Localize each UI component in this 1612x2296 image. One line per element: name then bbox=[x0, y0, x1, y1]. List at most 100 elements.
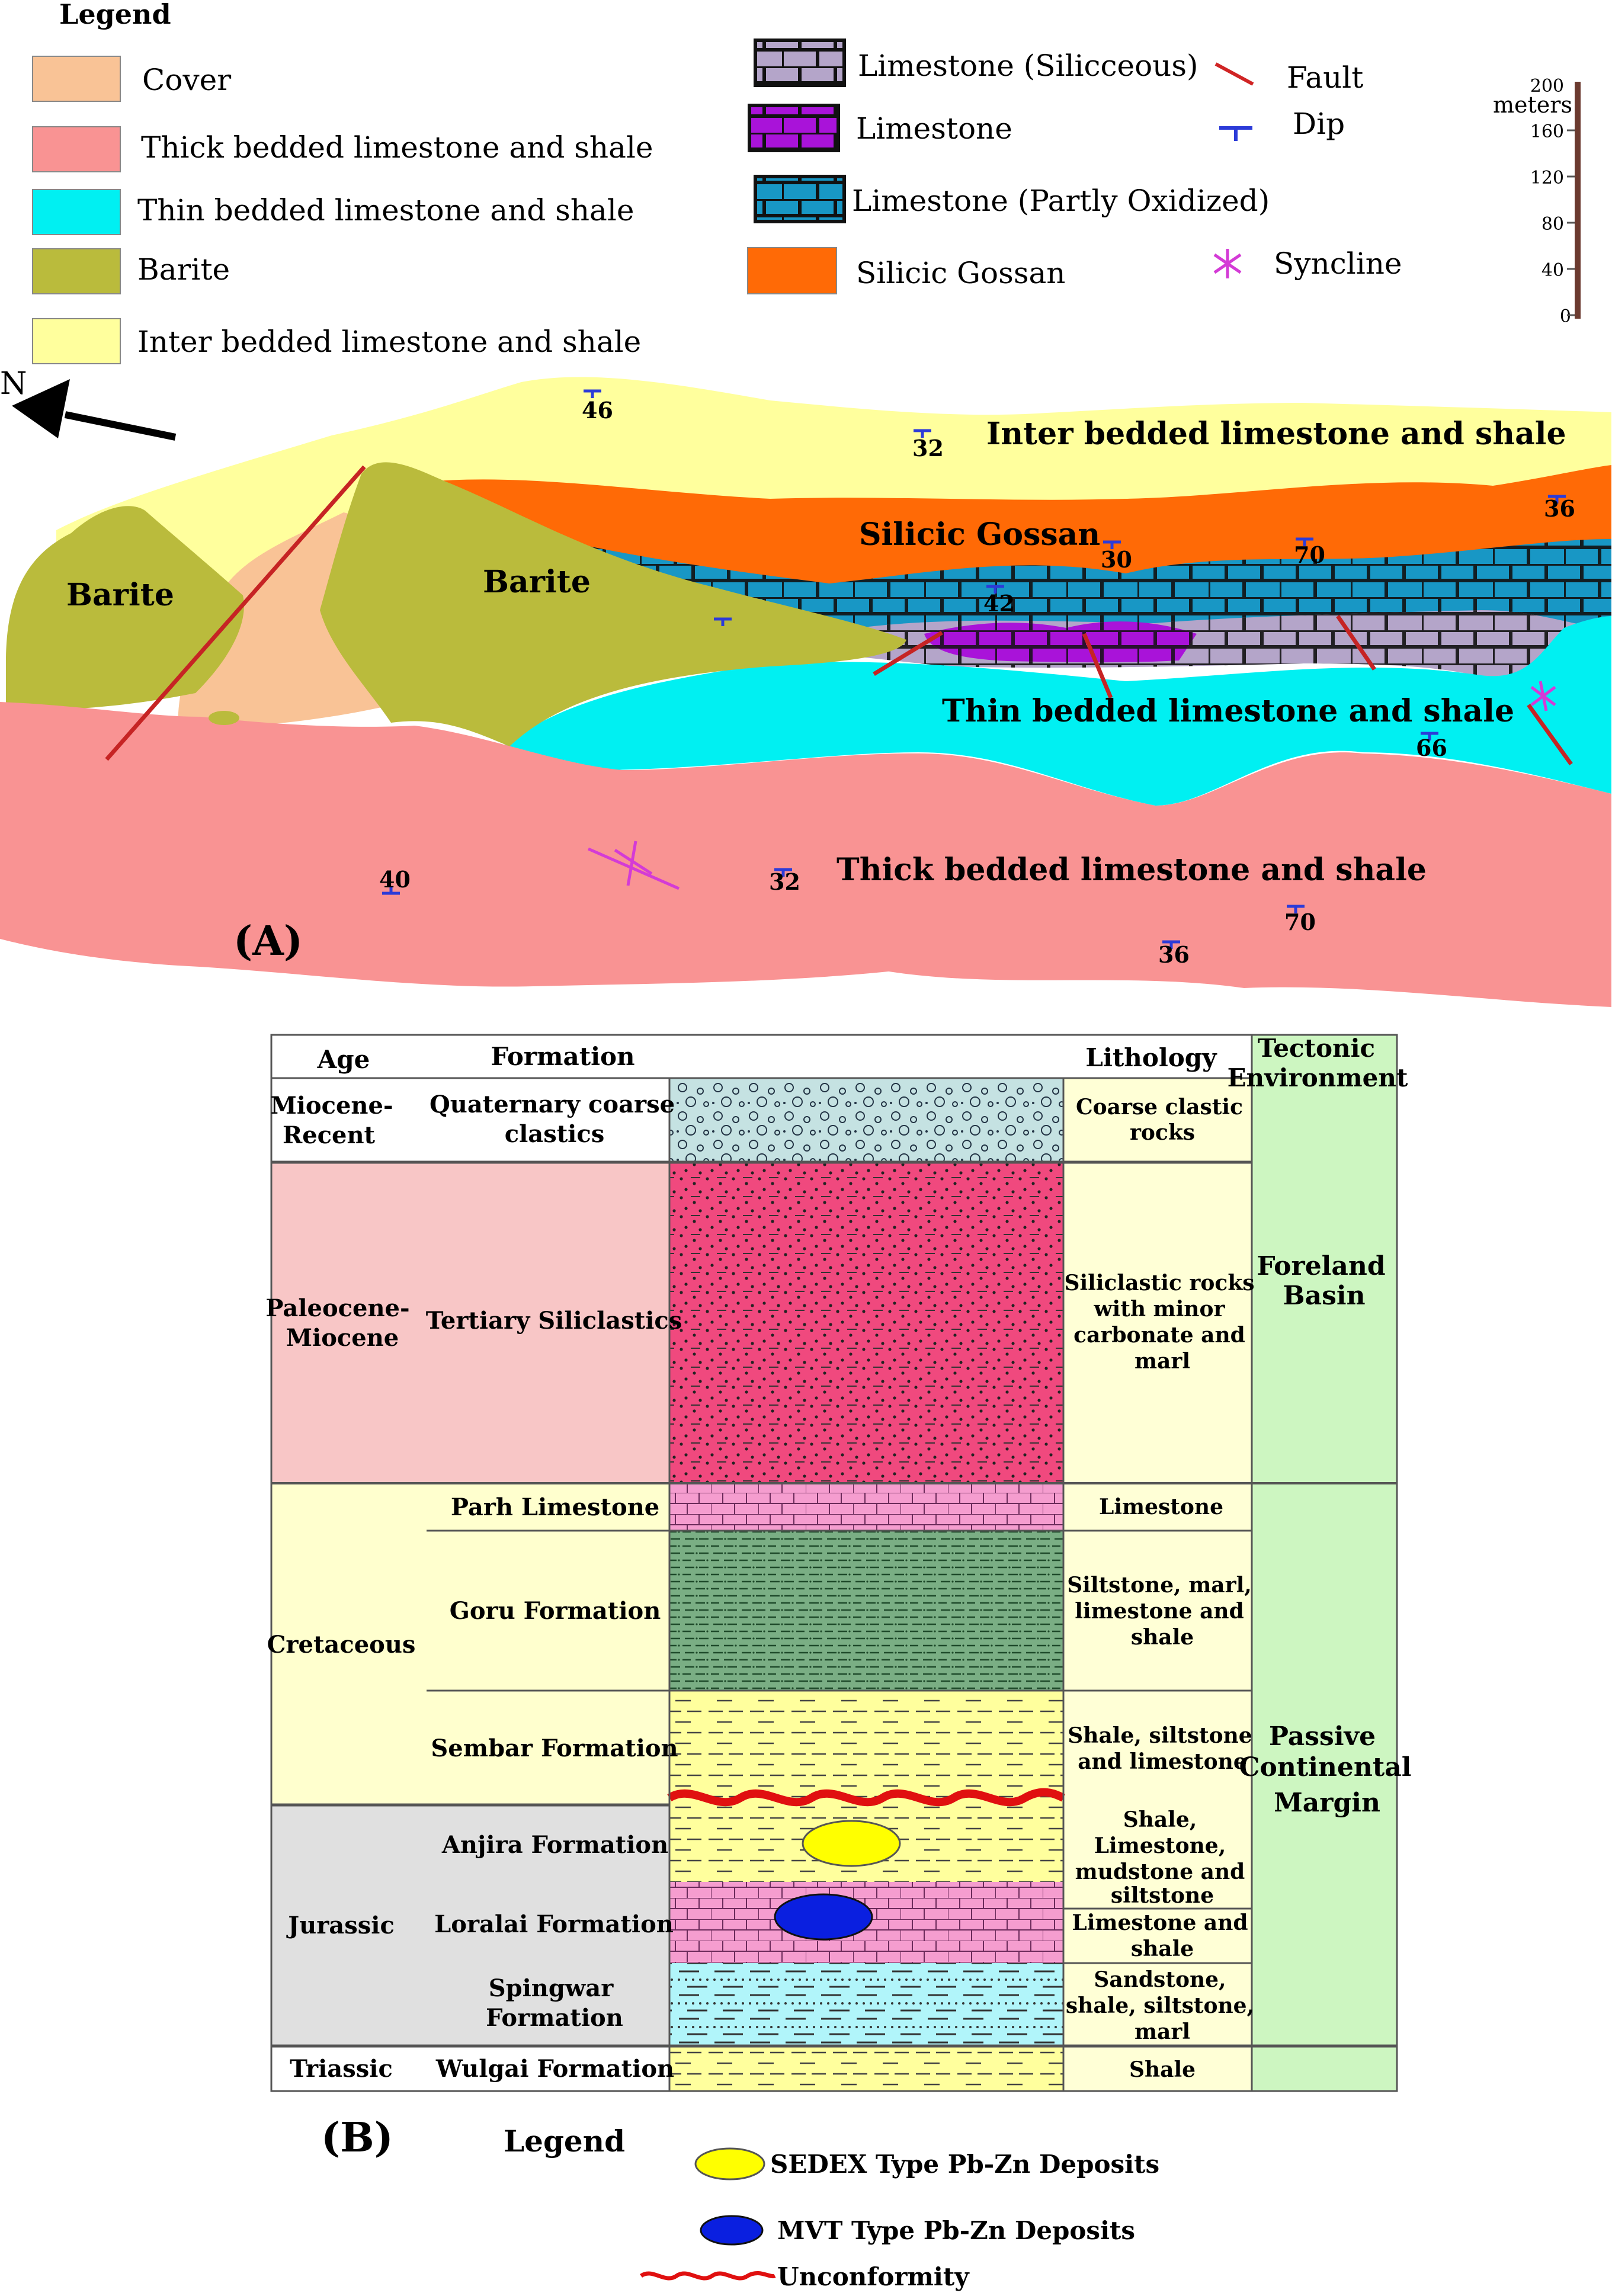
age-label: Miocene bbox=[286, 1324, 399, 1352]
deposit-label-unconformity: Unconformity bbox=[777, 2262, 970, 2291]
lithology-label: mudstone and bbox=[1075, 1859, 1245, 1884]
fault-symbol bbox=[1214, 62, 1254, 86]
dip-marker bbox=[914, 429, 931, 438]
sedex-deposit-marker bbox=[802, 1820, 901, 1867]
tectonic-label: Continental bbox=[1239, 1752, 1412, 1782]
formation-label: Anjira Formation bbox=[441, 1831, 668, 1859]
mvt-swatch bbox=[700, 2215, 764, 2246]
lithology-label: Shale bbox=[1129, 2057, 1196, 2082]
deposit-legend-title: Legend bbox=[504, 2124, 625, 2159]
lithology-label: rocks bbox=[1130, 1120, 1195, 1145]
scale-tick-label: 200 bbox=[1530, 76, 1564, 97]
map-label-barite-center: Barite bbox=[483, 564, 591, 600]
panel-label-b: (B) bbox=[321, 2114, 393, 2162]
fault-line bbox=[105, 465, 366, 761]
map-legend-title: Legend bbox=[59, 0, 171, 30]
faults bbox=[105, 465, 1573, 766]
legend-label-thin-bedded: Thin bedded limestone and shale bbox=[137, 193, 634, 227]
legend-label-barite: Barite bbox=[137, 252, 230, 287]
scale-tick-label: 40 bbox=[1542, 260, 1564, 281]
legend-item-inter-bedded: Inter bedded limestone and shale bbox=[32, 318, 641, 364]
formation-label: Sembar Formation bbox=[431, 1734, 678, 1762]
north-arrow-shaft bbox=[64, 411, 177, 441]
lithology-label: shale bbox=[1131, 1936, 1194, 1961]
legend-label-silicic-gossan: Silicic Gossan bbox=[856, 256, 1066, 290]
formation-label: Goru Formation bbox=[450, 1597, 661, 1625]
unit-barite-center bbox=[320, 462, 906, 746]
dip-marker bbox=[1162, 940, 1180, 949]
scale-bar-unit: meters bbox=[1493, 92, 1572, 118]
formation-label: Tertiary Siliclastics bbox=[426, 1307, 682, 1335]
formation-label: Formation bbox=[486, 2004, 623, 2032]
deposit-legend-mvt: MVT Type Pb-Zn Deposits bbox=[700, 2215, 1135, 2246]
legend-item-thick-bedded: Thick bedded limestone and shale bbox=[32, 126, 653, 172]
formation-label: Quaternary coarse bbox=[430, 1091, 675, 1118]
unit-barite-small bbox=[209, 711, 239, 725]
lithology-label: limestone and bbox=[1075, 1599, 1244, 1624]
deposit-label-mvt: MVT Type Pb-Zn Deposits bbox=[777, 2216, 1135, 2245]
syncline-marker bbox=[1530, 681, 1556, 711]
dip-marker bbox=[774, 868, 792, 877]
scale-tick-label: 120 bbox=[1530, 168, 1564, 188]
dip-marker bbox=[986, 585, 1004, 594]
sedex-swatch bbox=[694, 2147, 765, 2180]
tectonic-label: Passive bbox=[1269, 1721, 1376, 1752]
panel-label-a: (A) bbox=[233, 918, 303, 965]
lithology-label: marl bbox=[1135, 1349, 1190, 1374]
column-header-tectonic: Tectonic bbox=[1258, 1034, 1375, 1063]
legend-label-fault: Fault bbox=[1287, 60, 1363, 95]
scale-tick-label: 0 bbox=[1560, 306, 1571, 327]
formation-label: Parh Limestone bbox=[451, 1493, 659, 1521]
tectonic-label: Basin bbox=[1283, 1281, 1365, 1311]
scale-bar: meters 200 160 120 80 40 0 bbox=[1493, 76, 1581, 327]
legend-item-fault: Fault bbox=[1214, 60, 1363, 95]
legend-label-limestone: Limestone bbox=[856, 111, 1012, 146]
age-label: Paleocene- bbox=[265, 1294, 409, 1322]
column-header-lithology: Lithology bbox=[1085, 1043, 1217, 1072]
age-cell-cretaceous bbox=[271, 1483, 669, 1805]
north-arrow-head bbox=[12, 379, 70, 438]
scale-tick-label: 80 bbox=[1542, 214, 1564, 235]
north-label: N bbox=[0, 366, 27, 402]
map-label-silicic-gossan: Silicic Gossan bbox=[859, 517, 1100, 553]
map-label-thick-bedded: Thick bedded limestone and shale bbox=[837, 852, 1427, 888]
dip-value: 36 bbox=[1544, 495, 1575, 522]
legend-label-syncline: Syncline bbox=[1274, 246, 1402, 281]
tectonic-label: Margin bbox=[1274, 1788, 1380, 1818]
legend-swatch-barite bbox=[32, 248, 121, 294]
age-label: Cretaceous bbox=[267, 1631, 416, 1659]
lithology-label: Sandstone, bbox=[1094, 1967, 1226, 1992]
lithology-label: Shale, siltstone bbox=[1068, 1723, 1252, 1748]
lithology-label: siltstone bbox=[1111, 1883, 1214, 1908]
legend-item-cover: Cover bbox=[32, 56, 231, 102]
deposit-label-sedex: SEDEX Type Pb-Zn Deposits bbox=[770, 2150, 1159, 2179]
dip-value: 32 bbox=[912, 435, 944, 461]
dip-value: 30 bbox=[1101, 546, 1132, 573]
mvt-deposit-marker bbox=[774, 1893, 873, 1941]
deposit-legend-unconformity: Unconformity bbox=[639, 2262, 970, 2291]
legend-item-limestone: Limestone bbox=[748, 104, 1012, 152]
legend-label-thick-bedded: Thick bedded limestone and shale bbox=[141, 130, 653, 165]
lithology-label: marl bbox=[1135, 2019, 1190, 2044]
syncline-marker bbox=[587, 841, 680, 890]
map-label-inter-bedded: Inter bedded limestone and shale bbox=[986, 416, 1566, 452]
dip-marker bbox=[714, 617, 732, 626]
dip-value: 66 bbox=[1416, 735, 1447, 761]
legend-item-limestone-oxidized: Limestone (Partly Oxidized) bbox=[754, 175, 1270, 223]
legend-item-syncline: Syncline bbox=[1213, 246, 1402, 281]
legend-label-inter-bedded: Inter bedded limestone and shale bbox=[137, 325, 641, 359]
unconformity-swatch bbox=[639, 2271, 776, 2281]
column-header-formation: Formation bbox=[491, 1042, 634, 1071]
legend-label-dip: Dip bbox=[1293, 107, 1345, 141]
column-header-age: Age bbox=[317, 1045, 370, 1074]
formation-label: clastics bbox=[505, 1120, 605, 1148]
dip-value: 70 bbox=[1284, 909, 1316, 935]
legend-item-dip: Dip bbox=[1219, 107, 1345, 141]
legend-swatch-thick-bedded bbox=[32, 126, 121, 172]
legend-label-limestone-siliceous: Limestone (Silicceous) bbox=[858, 49, 1198, 83]
scale-bar-line bbox=[1575, 82, 1581, 319]
legend-swatch-cover bbox=[32, 56, 121, 102]
lithology-label: shale, siltstone, bbox=[1066, 1993, 1254, 2018]
dip-value: 70 bbox=[1294, 541, 1325, 568]
dip-marker bbox=[584, 389, 601, 398]
